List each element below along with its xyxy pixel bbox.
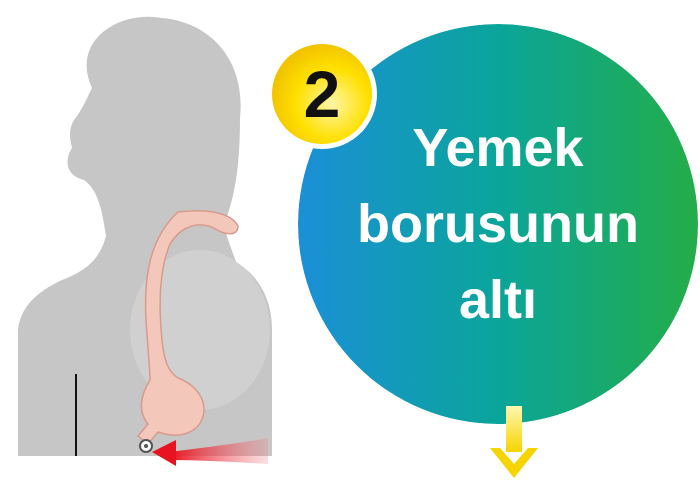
person-diagram <box>18 16 272 466</box>
circle-label: Yemek borusunun altı <box>298 110 698 338</box>
circle-line-1: Yemek <box>412 118 584 178</box>
step-badge: 2 <box>266 38 378 150</box>
circle-line-3: altı <box>458 270 538 330</box>
red-arrow-icon <box>152 438 268 466</box>
circle-line-2: borusunun <box>357 194 639 254</box>
label-circle: Yemek borusunun altı <box>298 24 698 424</box>
yellow-down-arrow-icon <box>490 406 538 478</box>
step-number: 2 <box>303 57 341 131</box>
esophagus-icon <box>136 210 239 446</box>
